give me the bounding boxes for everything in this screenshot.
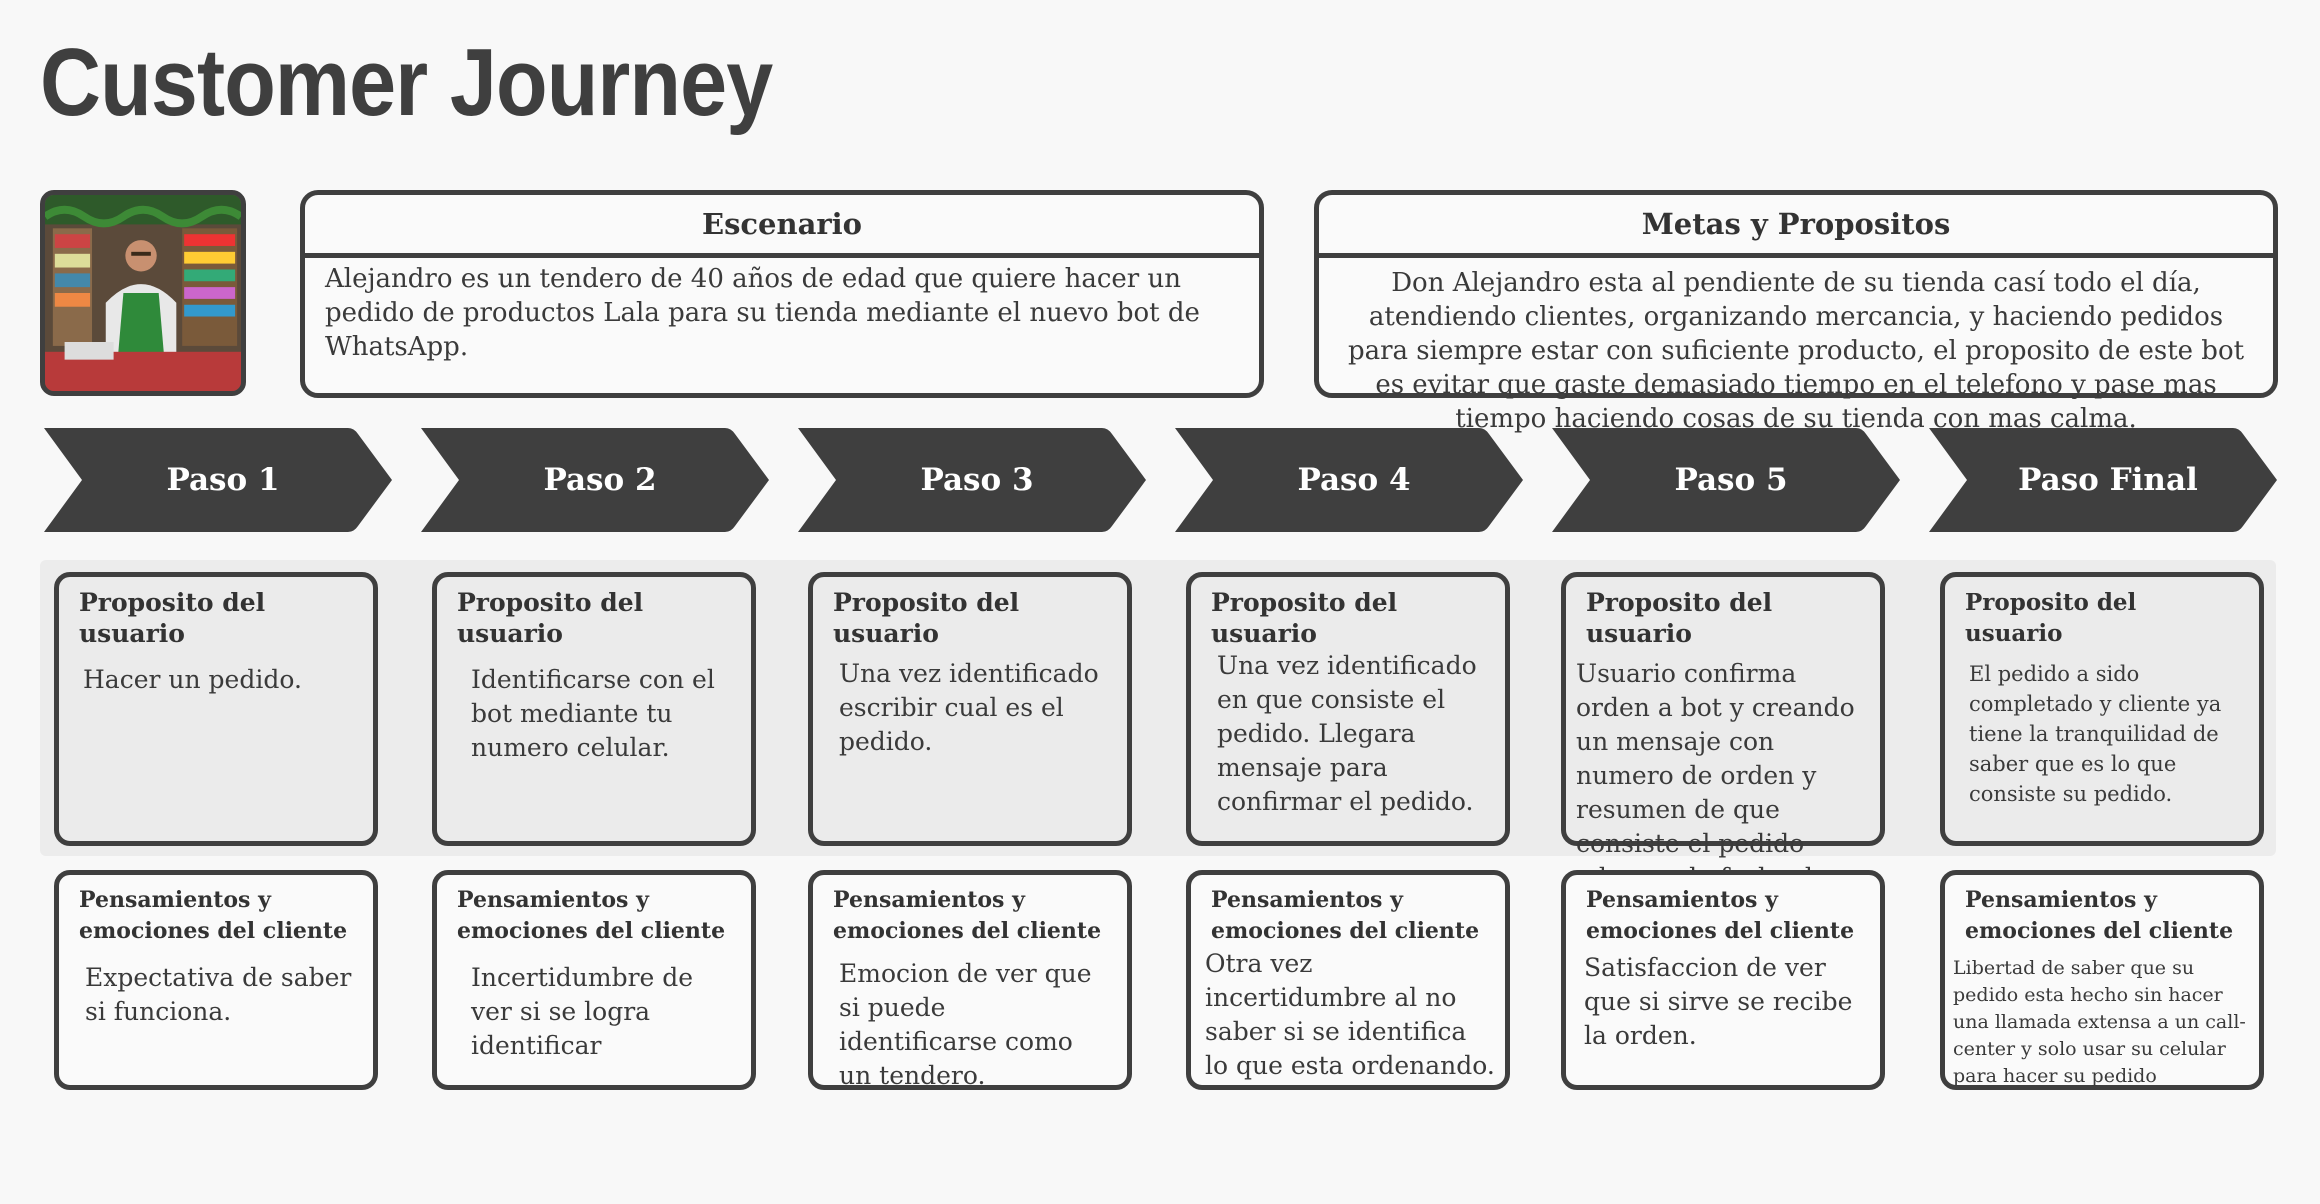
step-chevron-final: Paso Final: [1929, 428, 2277, 532]
thoughts-heading: Pensamientos y emociones del cliente: [79, 887, 348, 944]
thoughts-heading: Pensamientos y emociones del cliente: [1211, 887, 1480, 944]
purpose-text: Una vez identificado escribir cual es el…: [839, 659, 1099, 756]
thoughts-text: Emocion de ver que si puede identificars…: [839, 959, 1092, 1090]
step-label: Paso 4: [1297, 462, 1411, 498]
purpose-text: Una vez identificado en que consiste el …: [1217, 651, 1477, 816]
scenario-text: Alejandro es un tendero de 40 años de ed…: [325, 264, 1200, 362]
step-chevron-1: Paso 1: [44, 428, 392, 532]
thoughts-text: Expectativa de saber si funciona.: [85, 963, 352, 1026]
purpose-text: Identificarse con el bot mediante tu num…: [471, 665, 715, 762]
chevron-shape: [44, 428, 392, 532]
goals-text: Don Alejandro esta al pendiente de su ti…: [1347, 268, 2245, 434]
step-chevron-3: Paso 3: [798, 428, 1146, 532]
purpose-heading: Proposito del usuario: [1586, 588, 1773, 648]
purpose-card-final: Proposito del usuario El pedido a sido c…: [1940, 572, 2264, 846]
purpose-card-5: Proposito del usuario Usuario confirma o…: [1561, 572, 1885, 926]
goals-box: Metas y Propositos Don Alejandro esta al…: [1314, 190, 2278, 434]
purpose-card-2: Proposito del usuario Identificarse con …: [432, 572, 756, 846]
step-chevron-4: Paso 4: [1175, 428, 1523, 532]
purpose-heading: Proposito del usuario: [1965, 589, 2137, 647]
step-label: Paso 5: [1674, 462, 1788, 498]
step-label: Paso Final: [2018, 462, 2198, 498]
thoughts-card-3: Pensamientos y emociones del cliente Emo…: [808, 870, 1132, 1090]
thoughts-heading: Pensamientos y emociones del cliente: [457, 887, 726, 944]
purpose-card-1: Proposito del usuario Hacer un pedido.: [54, 572, 378, 846]
purpose-heading: Proposito del usuario: [1211, 588, 1398, 648]
thoughts-text: Incertidumbre de ver si se logra identif…: [471, 963, 694, 1060]
purpose-heading: Proposito del usuario: [457, 588, 644, 648]
step-label: Paso 1: [166, 462, 280, 498]
goals-heading: Metas y Propositos: [1319, 195, 2273, 258]
step-chevrons: Paso 1 Paso 2 Paso 3 Paso 4 Paso 5 Paso …: [0, 428, 2320, 532]
thoughts-text: Satisfaccion de ver que si sirve se reci…: [1584, 953, 1853, 1050]
scenario-box: Escenario Alejandro es un tendero de 40 …: [300, 190, 1264, 398]
purpose-heading: Proposito del usuario: [833, 588, 1020, 648]
step-chevron-2: Paso 2: [421, 428, 769, 532]
step-label: Paso 2: [543, 462, 657, 498]
page-title: Customer Journey: [40, 29, 773, 136]
scenario-heading: Escenario: [305, 195, 1259, 258]
thoughts-card-final: Pensamientos y emociones del cliente Lib…: [1940, 870, 2264, 1090]
purpose-heading: Proposito del usuario: [79, 588, 266, 648]
purpose-card-4: Proposito del usuario Una vez identifica…: [1186, 572, 1510, 846]
thoughts-card-1: Pensamientos y emociones del cliente Exp…: [54, 870, 378, 1090]
chevron-shape: [421, 428, 769, 532]
thoughts-card-2: Pensamientos y emociones del cliente Inc…: [432, 870, 756, 1090]
step-chevron-5: Paso 5: [1552, 428, 1900, 532]
purpose-band: [40, 560, 2276, 856]
thoughts-heading: Pensamientos y emociones del cliente: [1586, 887, 1855, 944]
purpose-card-3: Proposito del usuario Una vez identifica…: [808, 572, 1132, 846]
chevron-shape: [1175, 428, 1523, 532]
thoughts-heading: Pensamientos y emociones del cliente: [833, 887, 1102, 944]
persona-photo: [40, 190, 246, 396]
thoughts-text: Libertad de saber que su pedido esta hec…: [1953, 957, 2246, 1087]
purpose-text: El pedido a sido completado y cliente ya…: [1969, 662, 2222, 806]
chevron-shape: [1552, 428, 1900, 532]
thoughts-card-5: Pensamientos y emociones del cliente Sat…: [1561, 870, 1885, 1090]
chevron-shape: [798, 428, 1146, 532]
thoughts-heading: Pensamientos y emociones del cliente: [1965, 887, 2234, 944]
thoughts-text: Otra vez incertidumbre al no saber si se…: [1205, 949, 1495, 1080]
purpose-text: Hacer un pedido.: [83, 665, 302, 694]
chevron-shape: [1929, 428, 2277, 532]
step-label: Paso 3: [920, 462, 1034, 498]
thoughts-card-4: Pensamientos y emociones del cliente Otr…: [1186, 870, 1510, 1090]
